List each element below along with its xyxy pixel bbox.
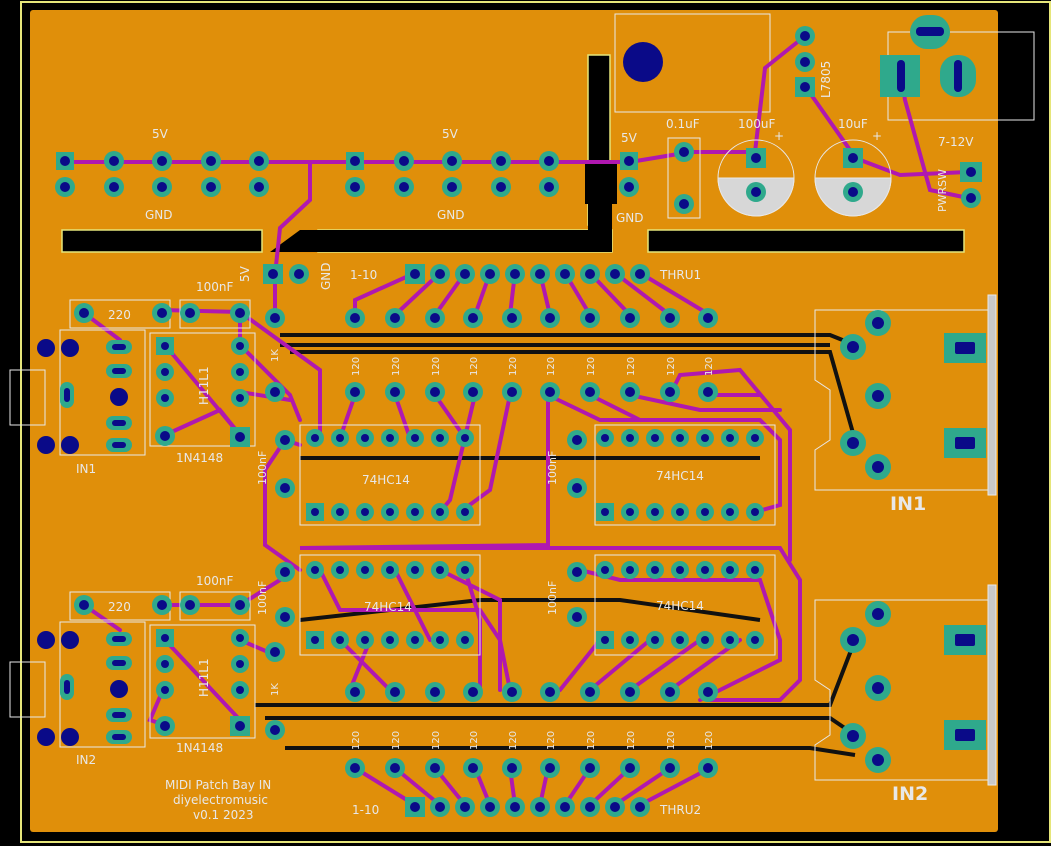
label-thru1: THRU1 [659,268,701,282]
din-socket-upper [37,339,132,454]
resistor-value-label: 120 [469,357,480,376]
label-gnd-c: GND [616,211,644,225]
resistor-value-label: 120 [626,731,637,750]
label-in2-small: IN2 [76,753,96,767]
label-1k-a: 1K [270,349,281,362]
label-plus-a: + [774,129,784,143]
label-plus-b: + [872,129,882,143]
jack-sockets [840,310,986,773]
thru2-header [405,797,650,817]
label-ic-d: 74HC14 [656,599,704,613]
label-gnd-d: GND [319,262,333,290]
label-1n4148-a: 1N4148 [176,451,223,465]
label-5v-c: 5V [621,131,638,145]
resistor-value-label: 120 [704,731,715,750]
ic-pads [306,429,764,649]
resistor-value-label: 120 [546,357,557,376]
resistor-array-upper [345,308,718,402]
opto-circuit-lower [74,595,285,740]
label-range-b: 1-10 [352,803,379,817]
resistor-value-label: 120 [351,731,362,750]
label-220-b: 220 [108,600,131,614]
resistor-value-label: 120 [469,731,480,750]
label-0-1uf: 0.1uF [666,117,700,131]
label-100nf-e: 100nF [256,581,269,615]
label-1n4148-b: 1N4148 [176,741,223,755]
ground-cutout [585,160,617,204]
label-l7805: L7805 [819,61,833,98]
label-100nf-a: 100nF [196,280,234,294]
label-220-a: 220 [108,308,131,322]
pads [37,15,986,817]
resistor-value-label: 120 [391,357,402,376]
power-header-row [55,151,639,197]
label-in1-big: IN1 [890,493,926,515]
resistor-labels: 120 120 120 120 120 120 120 120 120 120 120 120 120 1… [351,357,715,750]
din-socket-lower [37,631,132,746]
resistor-value-label: 120 [351,357,362,376]
silkscreen-labels: 5V 5V 5V GND GND GND 5V GND 0.1uF 100uF … [76,61,974,822]
label-board-version: v0.1 2023 [193,808,254,822]
label-ic-a: 74HC14 [362,473,410,487]
label-5v-b: 5V [442,127,459,141]
board-outline [20,1,1051,843]
resistor-value-label: 120 [586,731,597,750]
label-in1-small: IN1 [76,462,96,476]
label-thru2: THRU2 [659,803,701,817]
label-5v-a: 5V [152,127,169,141]
resistor-value-label: 120 [431,731,442,750]
decoupling-caps [275,430,587,627]
resistor-value-label: 120 [626,357,637,376]
label-gnd-a: GND [145,208,173,222]
resistor-value-label: 120 [508,357,519,376]
resistor-value-label: 120 [704,357,715,376]
resistor-value-label: 120 [586,357,597,376]
label-in2-big: IN2 [892,783,928,805]
resistor-array-lower [345,682,718,778]
opto-circuit-upper [74,303,285,447]
label-h11l1-b: H11L1 [197,658,211,697]
resistor-value-label: 120 [666,357,677,376]
label-100nf-d: 100nF [546,451,559,485]
resistor-value-label: 120 [666,731,677,750]
label-100nf-c: 100nF [256,451,269,485]
label-h11l1-a: H11L1 [197,366,211,405]
mounting-hole [623,42,663,82]
label-board-author: diyelectromusic [173,793,268,807]
resistor-value-label: 120 [431,357,442,376]
label-100nf-b: 100nF [196,574,234,588]
power-components [674,15,982,214]
ground-channel [270,195,612,252]
label-100uf: 100uF [738,117,776,131]
label-100nf-f: 100nF [546,581,559,615]
jack-labels: IN1 IN2 [890,493,928,805]
resistor-value-label: 120 [391,731,402,750]
label-gnd-b: GND [437,208,465,222]
label-range-a: 1-10 [350,268,377,282]
label-ic-c: 74HC14 [364,600,412,614]
label-5v-d: 5V [238,265,252,282]
label-10uf: 10uF [838,117,868,131]
copper-pour [30,10,998,832]
label-pwrsw: PWRSW [936,169,949,212]
thru1-header [263,264,650,284]
resistor-value-label: 120 [546,731,557,750]
label-1k-b: 1K [270,683,281,696]
label-7-12v: 7-12V [938,135,974,149]
label-ic-b: 74HC14 [656,469,704,483]
label-board-title: MIDI Patch Bay IN [165,778,271,792]
resistor-value-label: 120 [508,731,519,750]
